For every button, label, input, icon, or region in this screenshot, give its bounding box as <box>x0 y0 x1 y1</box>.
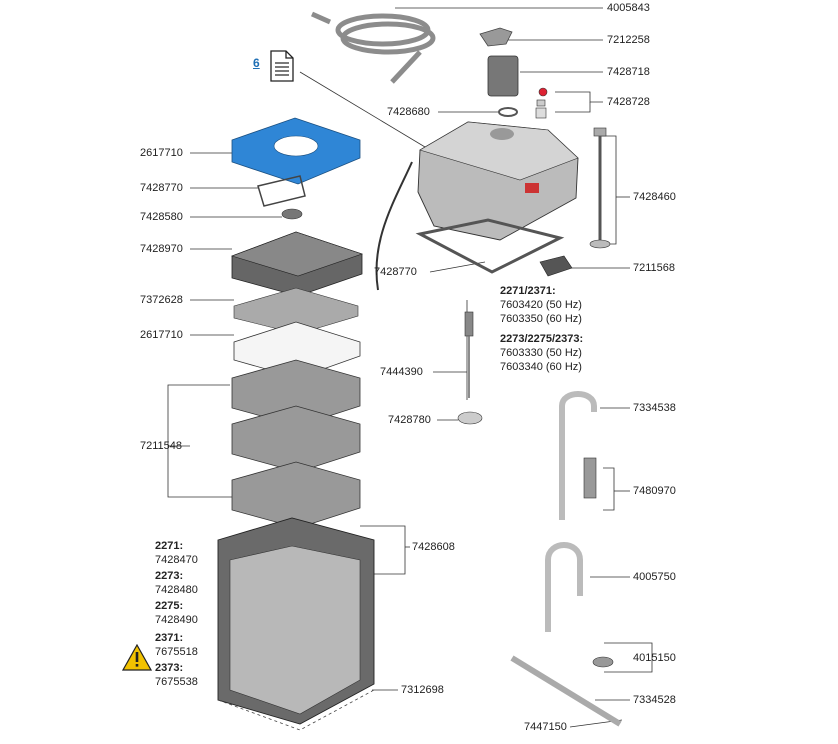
part-label: 7480970 <box>633 485 676 497</box>
part-label: 7428780 <box>388 414 431 426</box>
motor-variant: 7603330 (50 Hz) <box>500 347 582 359</box>
part-label: 7428580 <box>140 211 183 223</box>
canister-model: 2273: <box>155 570 184 582</box>
canister-part: 7428490 <box>155 614 198 626</box>
part-label: 7428770 <box>374 266 417 278</box>
canister-model: 2371: <box>155 632 184 644</box>
part-label: 7312698 <box>401 684 444 696</box>
motor-variant: 7603340 (60 Hz) <box>500 361 582 373</box>
part-label: 7447150 <box>524 721 567 733</box>
part-label: 7428460 <box>633 191 676 203</box>
part-label: 7428718 <box>607 66 650 78</box>
part-label: 2617710 <box>140 329 183 341</box>
part-label: 4005843 <box>607 2 650 14</box>
canister-model: 2373: <box>155 662 184 674</box>
part-label: 7372628 <box>140 294 183 306</box>
part-label: 7334538 <box>633 402 676 414</box>
part-label: 7212258 <box>607 34 650 46</box>
motor-variant: 7603350 (60 Hz) <box>500 313 582 325</box>
part-label: 4005750 <box>633 571 676 583</box>
canister-part: 7428480 <box>155 584 198 596</box>
part-label: 7211548 <box>140 440 183 452</box>
manual-link[interactable]: 6 <box>253 56 260 70</box>
part-label: 7428970 <box>140 243 183 255</box>
document-icon[interactable] <box>269 50 295 82</box>
canister-part: 7675518 <box>155 646 198 658</box>
part-label: 7428680 <box>387 106 430 118</box>
part-label: 7428608 <box>412 541 455 553</box>
part-label: 7428770 <box>140 182 183 194</box>
motor-model-header: 2271/2371: <box>500 285 556 297</box>
part-label: 7444390 <box>380 366 423 378</box>
part-label: 7428728 <box>607 96 650 108</box>
motor-model-header: 2273/2275/2373: <box>500 333 584 345</box>
part-label: 2617710 <box>140 147 183 159</box>
part-label: 4015150 <box>633 652 676 664</box>
canister-part: 7428470 <box>155 554 198 566</box>
part-label: 7211568 <box>633 262 676 274</box>
motor-variant: 7603420 (50 Hz) <box>500 299 582 311</box>
warning-triangle-icon <box>122 644 152 671</box>
part-label: 7334528 <box>633 694 676 706</box>
canister-part: 7675538 <box>155 676 198 688</box>
canister-model: 2271: <box>155 540 184 552</box>
canister-model: 2275: <box>155 600 184 612</box>
